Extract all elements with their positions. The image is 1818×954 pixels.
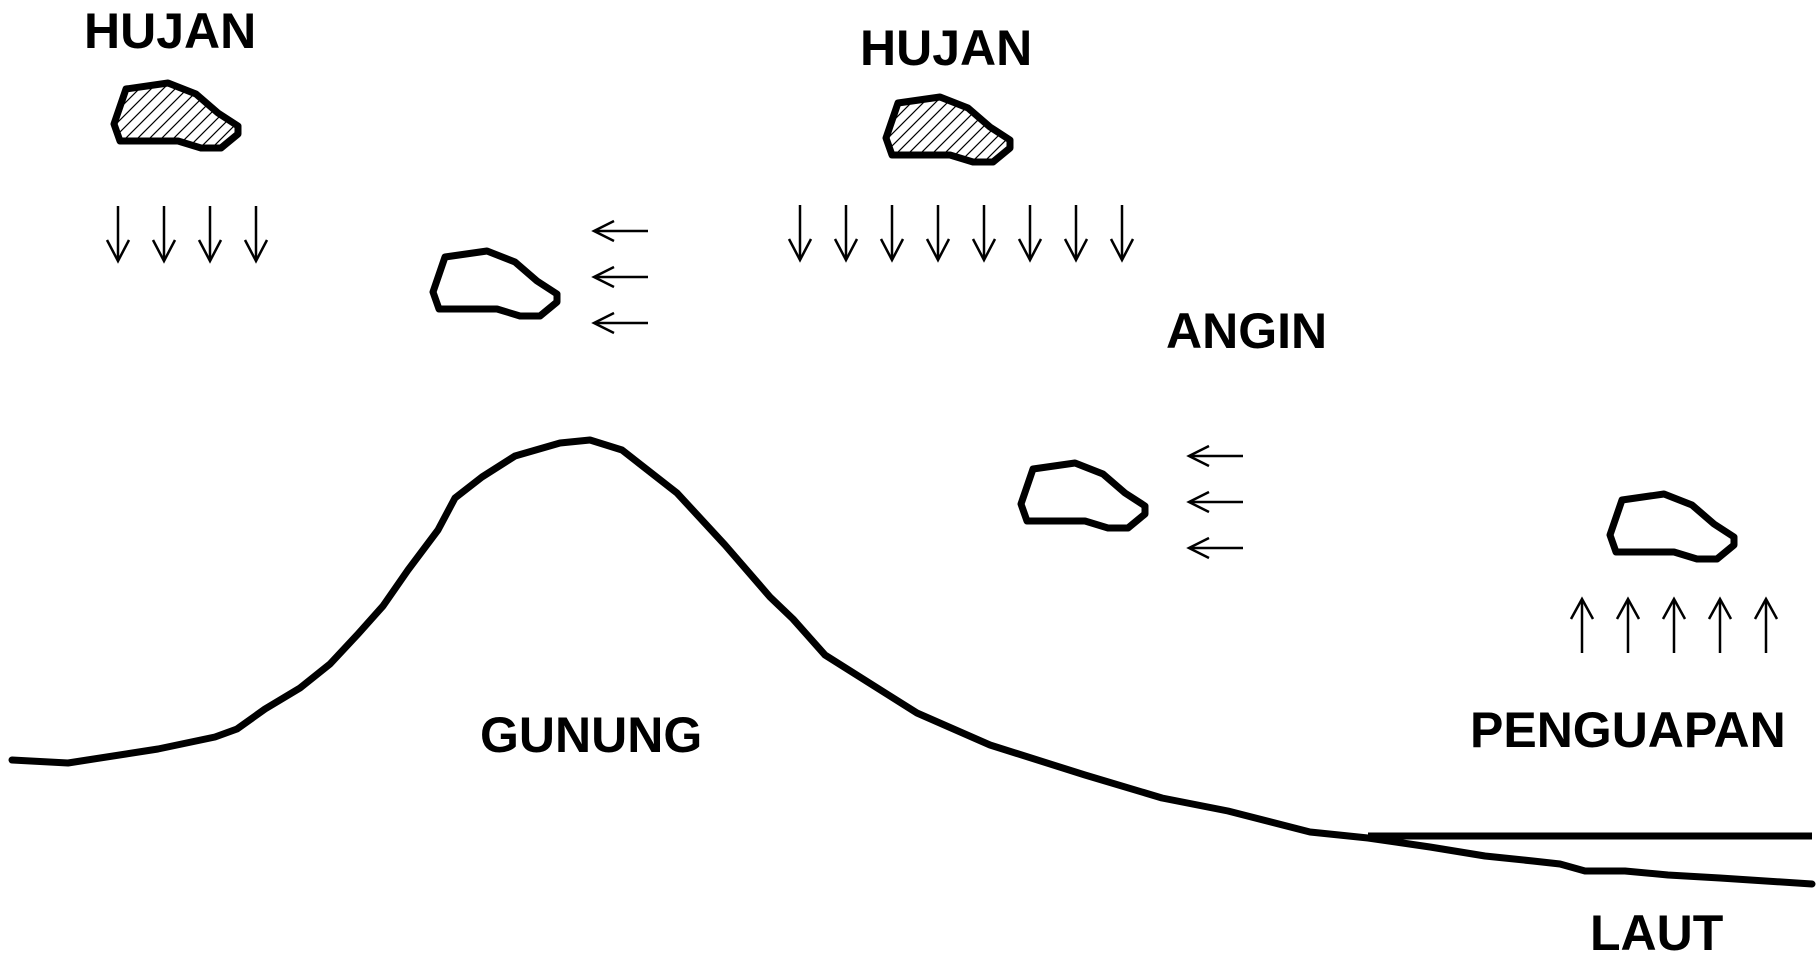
- arrow-up-icon: [1569, 597, 1595, 655]
- rain-cloud-left-icon: [114, 83, 238, 148]
- arrow-down-icon: [787, 203, 813, 262]
- arrow-down-icon: [197, 204, 223, 263]
- arrow-down-icon: [151, 204, 177, 263]
- rain-left-label: HUJAN: [84, 3, 256, 59]
- arrow-down-icon: [833, 203, 859, 262]
- rain-cloud-center-icon: [886, 97, 1010, 162]
- cloud-right-icon: [1610, 494, 1734, 559]
- arrow-down-icon: [1063, 203, 1089, 262]
- cloud-upper-icon: [433, 251, 557, 316]
- arrow-down-icon: [879, 203, 905, 262]
- cloud-middle-icon: [1021, 463, 1145, 528]
- arrow-down-icon: [105, 204, 131, 263]
- arrow-down-icon: [925, 203, 951, 262]
- arrow-left-icon: [1187, 536, 1245, 560]
- arrow-left-icon: [592, 311, 650, 335]
- arrow-down-icon: [243, 204, 269, 263]
- arrow-left-icon: [1187, 490, 1245, 514]
- rain-center-label: HUJAN: [860, 20, 1032, 76]
- arrow-down-icon: [971, 203, 997, 262]
- rain-arrows-center: [787, 203, 1135, 262]
- arrow-left-icon: [592, 265, 650, 289]
- arrow-down-icon: [1017, 203, 1043, 262]
- mountain-label: GUNUNG: [480, 707, 702, 763]
- evaporation-arrows: [1569, 597, 1779, 655]
- evaporation-label: PENGUAPAN: [1470, 702, 1786, 758]
- arrow-left-icon: [592, 219, 650, 243]
- sea-label: LAUT: [1590, 905, 1723, 954]
- arrow-up-icon: [1615, 597, 1641, 655]
- wind-arrows-upper: [592, 219, 650, 335]
- arrow-up-icon: [1661, 597, 1687, 655]
- arrow-up-icon: [1753, 597, 1779, 655]
- arrow-down-icon: [1109, 203, 1135, 262]
- arrow-up-icon: [1707, 597, 1733, 655]
- mountain-land-line: [8, 436, 1816, 888]
- wind-arrows-middle: [1187, 444, 1245, 560]
- rain-arrows-left: [105, 204, 269, 263]
- wind-label: ANGIN: [1166, 303, 1327, 359]
- arrow-left-icon: [1187, 444, 1245, 468]
